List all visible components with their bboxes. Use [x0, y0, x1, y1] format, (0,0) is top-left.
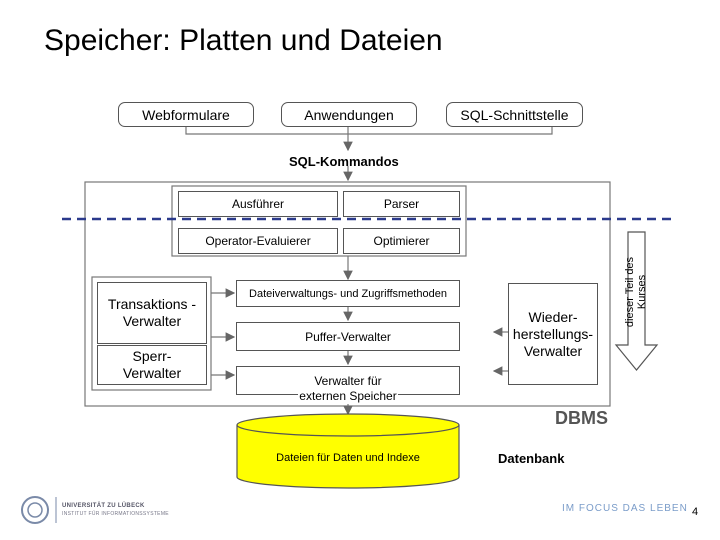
slogan: IM FOCUS DAS LEBEN	[562, 503, 688, 514]
file-access-box: Dateiverwaltungs- und Zugriffsmethoden	[236, 280, 460, 307]
lock-manager-box: Sperr- Verwalter	[97, 345, 207, 385]
applications-box: Anwendungen	[281, 102, 417, 127]
buffer-manager-box: Puffer-Verwalter	[236, 322, 460, 351]
recovery-manager-box: Wieder- herstellungs- Verwalter	[508, 283, 598, 385]
data-files-label: Dateien für Daten und Indexe	[276, 452, 420, 464]
course-scope-label: dieser Teil des Kurses	[624, 256, 648, 328]
query-layer-frame	[171, 185, 467, 257]
managers-frame	[91, 276, 212, 391]
database-label: Datenbank	[498, 451, 565, 466]
sql-commands-label: SQL-Kommandos	[289, 154, 399, 169]
optimizer-box: Optimierer	[343, 228, 460, 254]
parser-box: Parser	[343, 191, 460, 217]
webforms-box: Webformulare	[118, 102, 254, 127]
institute-name: INSTITUT FÜR INFORMATIONSSYSTEME	[62, 511, 169, 517]
input-connector	[185, 127, 553, 135]
external-storage-box: Verwalter für externen Speicher	[236, 366, 460, 404]
page-title: Speicher: Platten und Dateien	[44, 24, 443, 57]
sql-interface-box: SQL-Schnittstelle	[446, 102, 583, 127]
course-scope-arrow	[614, 231, 659, 371]
external-storage-label: Verwalter für externen Speicher	[298, 374, 398, 404]
university-seal-logo	[21, 496, 49, 524]
executor-box: Ausführer	[178, 191, 338, 217]
database-cylinder	[236, 425, 460, 489]
transaction-manager-box: Transaktions - Verwalter	[97, 282, 207, 344]
dbms-label: DBMS	[555, 408, 608, 428]
university-name: UNIVERSITÄT ZU LÜBECK	[62, 503, 145, 509]
operator-evaluator-box: Operator-Evaluierer	[178, 228, 338, 254]
page-number: 4	[692, 506, 699, 518]
